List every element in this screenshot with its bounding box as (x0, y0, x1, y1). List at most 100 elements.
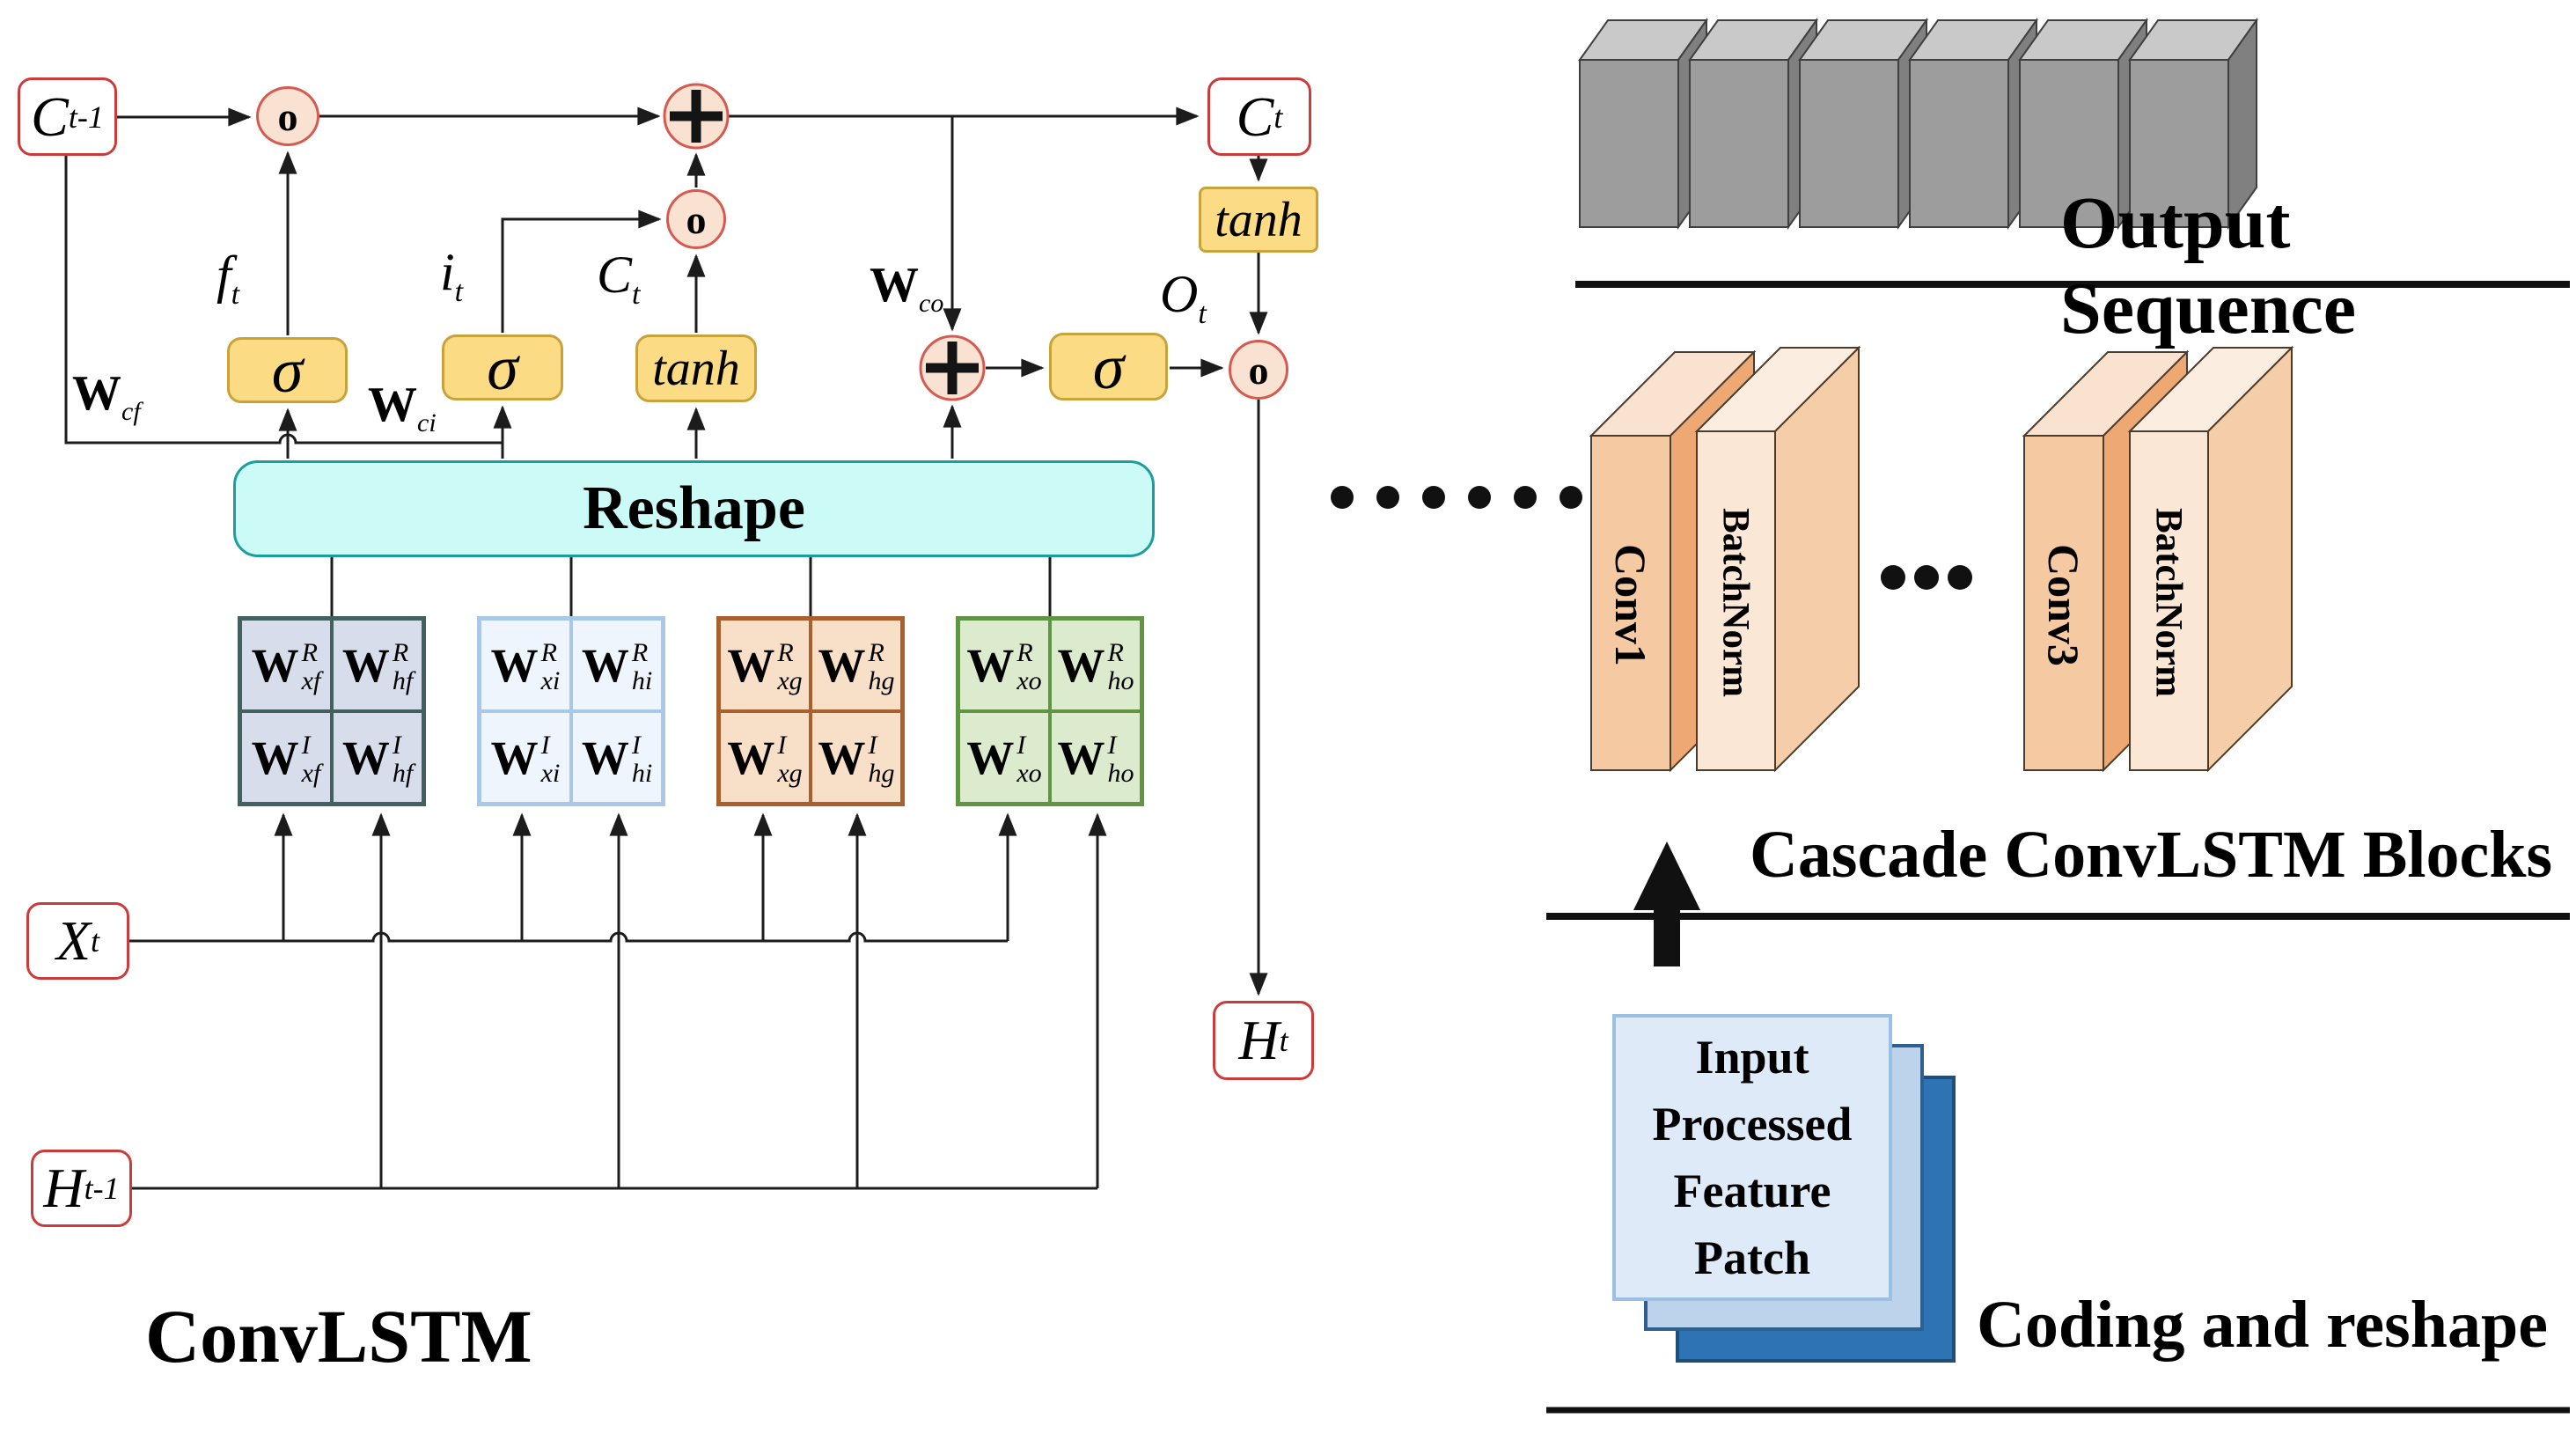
cell-gate-tanh: tanh (635, 334, 757, 402)
label-ft: ft (217, 245, 239, 312)
output-cube (1688, 17, 1818, 231)
label-wco: Wco (870, 257, 943, 319)
weight-base: W (490, 731, 539, 784)
weight-base: W (1057, 638, 1105, 692)
weight-base: W (727, 638, 775, 692)
weight-sub: xo (1016, 665, 1042, 695)
weight-base: W (818, 638, 866, 692)
weight-sub: xg (777, 758, 803, 788)
label-sub: co (919, 289, 944, 319)
cube-front-face (2019, 59, 2119, 228)
hadamard-icon: o (277, 93, 298, 139)
label-sub: t (454, 276, 464, 308)
node-label: H (1238, 1009, 1280, 1071)
cube-front-face (1909, 59, 2009, 228)
label-it: it (440, 242, 463, 309)
weight-base: W (251, 638, 299, 692)
label-base: W (72, 366, 121, 421)
conv-slab-front (1590, 435, 1671, 771)
batchnorm-slab-front (2129, 430, 2209, 771)
label-base: W (368, 378, 417, 432)
patch-line: Input (1695, 1031, 1809, 1084)
weight-sup: R (1016, 638, 1033, 667)
weight-sub: hi (631, 758, 653, 788)
output-sequence-cubes (1578, 17, 2258, 231)
batchnorm2-label: BatchNorm (2133, 440, 2204, 764)
label-sub: t (632, 278, 641, 311)
weight-base: W (966, 638, 1015, 692)
weight-sup: I (540, 731, 550, 760)
patch-line: Feature (1673, 1165, 1831, 1217)
label-base: C (597, 246, 633, 304)
output-cube (2128, 17, 2258, 231)
weight-sup: I (868, 731, 877, 760)
cube-front-face (1579, 59, 1679, 228)
conv1-text: Conv1 (1606, 544, 1655, 666)
weight-sub: hi (631, 665, 653, 695)
batchnorm1-label: BatchNorm (1700, 440, 1771, 764)
up-arrow-icon (1633, 841, 1700, 966)
reshape-label: Reshape (583, 474, 805, 542)
weight-base: W (341, 638, 390, 692)
hadamard-operator-1: o (256, 86, 319, 146)
label-sub: ci (417, 408, 437, 438)
output-cube (1578, 17, 1708, 231)
weight-sup: I (777, 731, 787, 760)
weight-sup: I (392, 731, 401, 760)
weight-base: W (341, 731, 390, 784)
weight-sub: xg (777, 665, 803, 695)
weight-sup: R (1107, 638, 1124, 667)
label-sub: cf (121, 397, 141, 427)
weight-sub: hf (392, 758, 414, 788)
weight-sub: hg (868, 665, 895, 695)
edge-x-bus (129, 931, 1008, 943)
weight-sup: R (777, 638, 794, 667)
node-label: C (31, 85, 69, 148)
patch-line: Patch (1694, 1231, 1810, 1284)
node-subscript: t-1 (68, 99, 104, 135)
conv3-label: Conv3 (2030, 453, 2097, 757)
weight-sub: ho (1107, 758, 1134, 788)
node-subscript: t-1 (84, 1171, 120, 1206)
output-tanh: tanh (1199, 187, 1318, 253)
convlstm-title: ConvLSTM (145, 1292, 532, 1380)
label-sub: t (231, 278, 240, 311)
hadamard-operator-3: o (1229, 340, 1288, 400)
reshape-bar: Reshape (233, 460, 1155, 557)
label-wcf: Wcf (72, 365, 141, 427)
node-subscript: t (1273, 99, 1283, 135)
weight-base: W (581, 638, 629, 692)
output-sequence-label: Output Sequence (2060, 180, 2576, 351)
tanh-label: tanh (652, 341, 740, 396)
label-base: i (440, 243, 455, 301)
weight-base: W (251, 731, 299, 784)
output-gate-sigma: σ (1049, 333, 1168, 401)
weight-sub: xf (301, 665, 321, 695)
output-cube (1908, 17, 2038, 231)
output-sequence-text: Output Sequence (2060, 182, 2356, 349)
label-base: W (870, 258, 919, 312)
conv-block-pair-1 (1589, 345, 1861, 773)
